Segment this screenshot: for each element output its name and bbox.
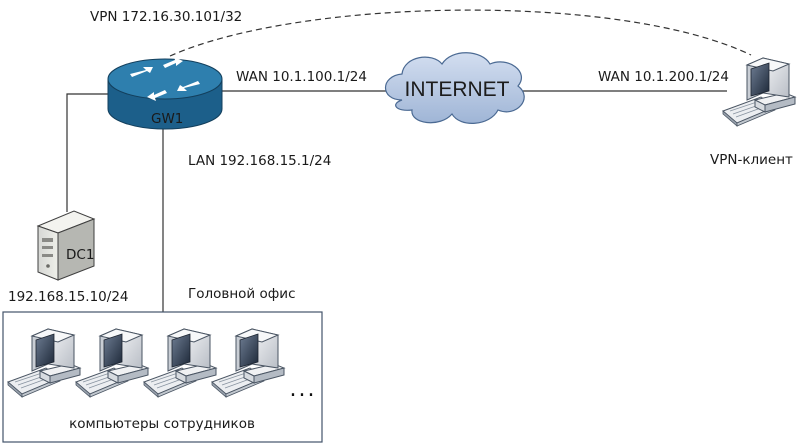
staff-pc-icon[interactable]: [211, 328, 285, 398]
gw1-dc1-link: [66, 93, 108, 212]
client-wan-label: WAN 10.1.200.1/24: [598, 69, 729, 85]
internet-label: INTERNET: [405, 78, 510, 101]
vpn-tunnel-link: [169, 9, 752, 57]
head-office-box: [2, 311, 323, 443]
staff-pc-icon[interactable]: [7, 328, 81, 398]
staff-pc-icon[interactable]: [75, 328, 149, 398]
dc1-label: DC1: [66, 247, 94, 263]
head-office-label: Головной офис: [188, 286, 296, 302]
more-computers-ellipsis: ...: [290, 377, 317, 402]
vpn-tunnel-label: VPN 172.16.30.101/32: [90, 9, 242, 25]
staff-pc-icon[interactable]: [143, 328, 217, 398]
router-icon[interactable]: [107, 57, 223, 130]
vpn-client-label: VPN-клиент: [710, 152, 793, 168]
cloud-icon: [385, 52, 525, 124]
dc1-ip-label: 192.168.15.10/24: [8, 289, 129, 305]
staff-pcs-label: компьютеры сотрудников: [69, 416, 255, 432]
gw1-label: GW1: [151, 111, 183, 127]
server-icon[interactable]: [36, 210, 96, 281]
gw1-wan-label: WAN 10.1.100.1/24: [236, 69, 367, 85]
gw1-lan-label: LAN 192.168.15.1/24: [188, 153, 331, 169]
vpn-client-pc-icon[interactable]: [722, 57, 796, 127]
